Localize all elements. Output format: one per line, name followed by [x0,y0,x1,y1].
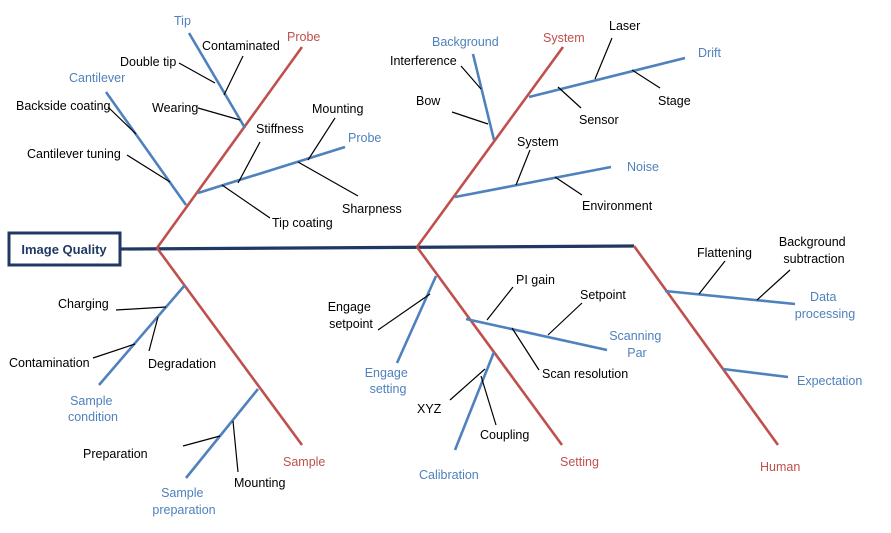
preparation-connector [182,435,221,447]
probe-subcategory-line [197,145,346,195]
cause-label-sharpness: Sharpness [342,202,402,216]
engage-setpoint-connector [377,293,431,331]
cause-label-double-tip: Double tip [120,55,176,69]
cause-label-environment: Environment [582,199,653,213]
flattening-connector [698,260,726,295]
cause-label-bow: Bow [416,94,441,108]
cause-label-cantilever-tuning: Cantilever tuning [27,147,121,161]
cause-label-scan-resolution: Scan resolution [542,367,628,381]
effect-label: Image Quality [21,242,107,257]
category-label-human: Human [760,460,800,474]
cause-label-system: System [517,135,559,149]
effect-box [7,231,122,267]
subcategory-label-expectation: Expectation [797,374,862,388]
mounting-connector [307,117,336,161]
cause-label-contaminated: Contaminated [202,39,280,53]
cause-label-xyz: XYZ [417,402,442,416]
data-processing-subcategory-line [664,289,796,306]
scanning-par-subcategory-line [465,317,608,352]
category-label-setting: Setting [560,455,599,469]
cause-label-sensor: Sensor [579,113,619,127]
cause-label-flattening: Flattening [697,246,752,260]
probe-category-line [155,46,304,249]
noise-subcategory-line [454,165,612,199]
cause-label-background-subtraction: Background subtraction [779,235,849,266]
cause-label-engage-setpoint: Engage setpoint [328,300,375,331]
expectation-subcategory-line [722,367,789,379]
system-category-line [415,46,565,248]
subcategory-label-background: Background [432,35,499,49]
wearing-connector [197,107,241,121]
subcategory-label-probe: Probe [348,131,381,145]
setting-category-line [415,246,564,446]
cause-label-charging: Charging [58,297,109,311]
pi-gain-connector [486,286,514,321]
setpoint-connector [547,302,583,336]
cause-label-preparation: Preparation [83,447,148,461]
background-subtraction-connector [756,269,791,301]
environment-connector [554,176,583,196]
tip-coating-connector [221,184,271,219]
degradation-connector [148,316,159,352]
cause-label-laser: Laser [609,19,640,33]
sharpness-connector [297,161,359,197]
subcategory-label-engage-setting: Engage setting [365,366,412,396]
human-category-line [632,245,780,446]
cause-label-sample-mounting: Mounting [234,476,285,490]
category-label-system: System [543,31,585,45]
tip-subcategory-line [187,32,247,129]
category-label-probe: Probe [287,30,320,44]
system-cause-connector [515,149,531,186]
cantilever-subcategory-line [104,91,188,206]
laser-connector [594,37,613,80]
sample-category-line [155,247,304,446]
drift-subcategory-line [528,56,686,99]
subcategory-label-calibration: Calibration [419,468,479,482]
cause-label-degradation: Degradation [148,357,216,371]
stiffness-connector [237,141,261,184]
subcategory-label-data-processing: Data processing [795,290,855,321]
spine-line [120,244,635,251]
cause-label-wearing: Wearing [152,101,198,115]
category-label-sample: Sample [283,455,325,469]
calibration-subcategory-line [453,351,496,451]
subcategory-label-tip: Tip [174,14,191,28]
cause-label-contamination: Contamination [9,356,90,370]
cantilever-tuning-connector [126,154,171,183]
charging-connector [115,306,167,311]
subcategory-label-drift: Drift [698,46,721,60]
subcategory-label-scanning-par: Scanning Par [609,329,665,360]
engage-setting-subcategory-line [395,275,438,364]
cause-label-stiffness: Stiffness [256,122,304,136]
background-subcategory-line [471,53,496,141]
cause-label-pi-gain: PI gain [516,273,555,287]
sample-preparation-subcategory-line [184,388,260,479]
cause-label-setpoint: Setpoint [580,288,626,302]
cause-label-interference: Interference [390,54,457,68]
xyz-connector [449,368,486,401]
sample-condition-subcategory-line [98,284,186,386]
contamination-connector [92,343,136,359]
contaminated-connector [223,55,244,96]
subcategory-label-sample-condition: Sample condition [68,394,118,424]
subcategory-label-sample-preparation: Sample preparation [152,486,215,517]
bow-connector [451,111,489,125]
sample-mounting-connector [232,420,239,473]
backside-coating-connector [107,106,137,135]
interference-connector [460,65,482,90]
cause-label-mounting: Mounting [312,102,363,116]
double-tip-connector [178,62,216,84]
subcategory-label-cantilever: Cantilever [69,71,125,85]
cause-label-coupling: Coupling [480,428,529,442]
cause-label-backside-coating: Backside coating [16,99,111,113]
scan-resolution-connector [511,327,540,371]
coupling-connector [480,375,497,426]
stage-connector [631,69,661,89]
sensor-connector [557,86,582,109]
subcategory-label-noise: Noise [627,160,659,174]
cause-label-tip-coating: Tip coating [272,216,333,230]
cause-label-stage: Stage [658,94,691,108]
